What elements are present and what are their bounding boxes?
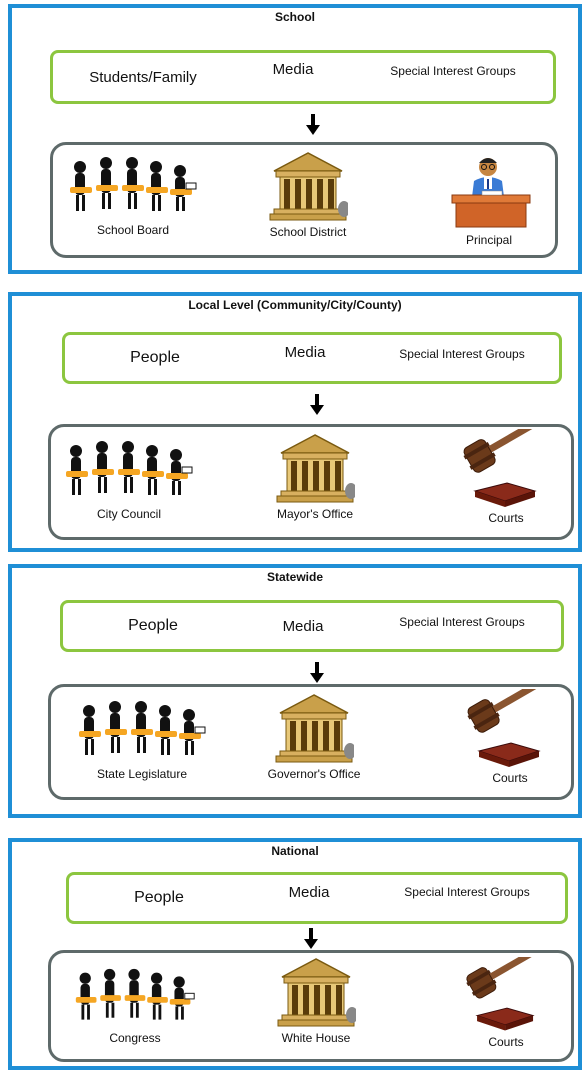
level-panel-national: National People Media Special Interest G…	[8, 838, 582, 1070]
government-box: Congress White House	[48, 950, 574, 1062]
branch-school-district: School District	[253, 151, 363, 239]
branch-label: Mayor's Office	[276, 507, 354, 521]
branch-label: School Board	[96, 223, 170, 237]
branch-label: State Legislature	[96, 767, 188, 781]
person-at-desk-icon	[451, 158, 531, 228]
level-title: Local Level (Community/City/County)	[188, 298, 402, 312]
branch-label: Courts	[492, 771, 528, 785]
level-title: Statewide	[266, 570, 323, 584]
actor-media: Media	[288, 883, 330, 901]
government-box: School Board School District	[50, 142, 558, 258]
branch-congress: Congress	[65, 967, 205, 1045]
actors-box: Students/Family Media Special Interest G…	[50, 50, 556, 104]
gavel-icon	[463, 429, 550, 507]
actors-box: People Media Special Interest Groups	[60, 600, 564, 652]
government-box: City Council Mayor's Office	[48, 424, 574, 540]
actor-special-interest-groups: Special Interest Groups	[399, 347, 525, 361]
actor-special-interest-groups: Special Interest Groups	[390, 64, 516, 78]
actor-media: Media	[282, 617, 324, 635]
branch-label: Governor's Office	[267, 767, 361, 781]
branch-label: Principal	[465, 233, 513, 247]
actors-box: People Media Special Interest Groups	[66, 872, 568, 924]
level-panel-statewide: Statewide People Media Special Interest …	[8, 564, 582, 818]
level-title: School	[274, 10, 315, 24]
gavel-icon	[466, 957, 547, 1031]
branch-label: School District	[269, 225, 347, 239]
branch-courts: Courts	[451, 429, 561, 525]
actor-people: People	[128, 617, 178, 634]
gavel-icon	[467, 689, 554, 767]
branch-principal: Principal	[437, 151, 541, 247]
arrow-down-icon	[304, 928, 318, 949]
government-box: State Legislature Governor's Office	[48, 684, 574, 800]
level-title: National	[271, 844, 319, 858]
group-people-icon	[70, 157, 197, 211]
group-people-icon	[66, 441, 193, 495]
actor-students-family: Students/Family	[89, 68, 197, 86]
branch-label: Congress	[109, 1031, 161, 1045]
actor-media: Media	[272, 60, 314, 78]
arrow-down-icon	[310, 394, 324, 415]
level-panel-school: School Students/Family Media Special Int…	[8, 4, 582, 274]
group-people-icon	[79, 701, 206, 755]
branch-label: City Council	[96, 507, 162, 521]
actor-special-interest-groups: Special Interest Groups	[399, 615, 525, 629]
building-icon	[269, 152, 348, 221]
branch-state-legislature: State Legislature	[67, 699, 217, 781]
branch-city-council: City Council	[59, 439, 199, 521]
branch-white-house: White House	[261, 957, 371, 1045]
group-people-icon	[75, 968, 195, 1020]
arrow-down-icon	[310, 662, 324, 683]
building-icon	[277, 958, 356, 1027]
branch-school-board: School Board	[63, 155, 203, 237]
branch-label: White House	[281, 1031, 351, 1045]
branch-courts: Courts	[451, 957, 561, 1049]
level-panel-local: Local Level (Community/City/County) Peop…	[8, 292, 582, 552]
branch-label: Courts	[488, 1035, 524, 1049]
actor-people: People	[130, 349, 180, 366]
branch-label: Courts	[488, 511, 524, 525]
arrow-down-icon	[306, 114, 320, 135]
building-icon	[275, 694, 354, 763]
building-icon	[276, 434, 355, 503]
actor-special-interest-groups: Special Interest Groups	[404, 885, 530, 899]
actors-box: People Media Special Interest Groups	[62, 332, 562, 384]
actor-media: Media	[284, 343, 326, 361]
branch-courts: Courts	[455, 689, 565, 785]
branch-mayors-office: Mayor's Office	[255, 433, 375, 521]
actor-people: People	[134, 889, 184, 906]
branch-governors-office: Governor's Office	[249, 693, 379, 781]
